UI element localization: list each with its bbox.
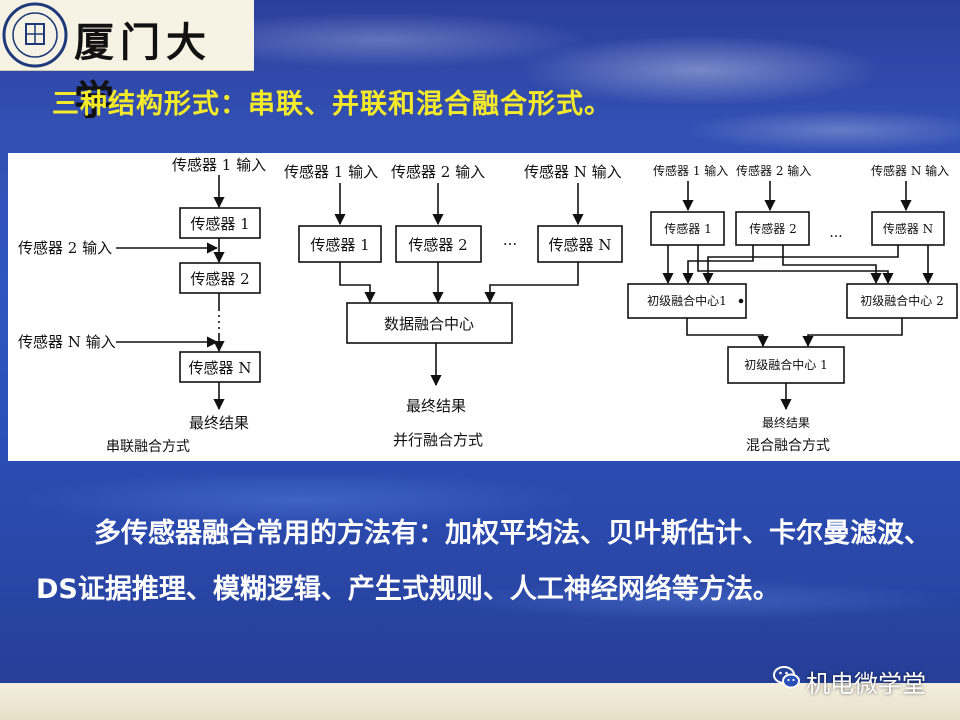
parallel-input2-label: 传感器 2 输入: [391, 163, 485, 181]
serial-sensorN-label: 传感器 N: [189, 359, 252, 377]
methods-paragraph: 多传感器融合常用的方法有：加权平均法、贝叶斯估计、卡尔曼滤波、DS证据推理、模糊…: [36, 506, 952, 618]
parallel-center-box: [346, 302, 513, 344]
parallel-sensor1-box: [298, 225, 382, 263]
parallel-sensor2-box: [395, 225, 482, 263]
serial-caption: 串联融合方式: [106, 439, 190, 455]
serial-sensor1-box: [179, 207, 261, 239]
hybrid-sensorN-label: 传感器 N: [883, 221, 933, 236]
hybrid-result-label: 最终结果: [762, 415, 810, 430]
parallel-sensorN-box: [537, 225, 623, 263]
hybrid-center2-box: [846, 283, 958, 319]
serial-diagram: [116, 175, 261, 411]
parallel-sensor1-label: 传感器 1: [310, 236, 369, 254]
bottom-bar: [0, 683, 960, 720]
parallel-input1-label: 传感器 1 输入: [284, 163, 378, 181]
hybrid-center1-label: 初级融合中心1: [647, 293, 727, 308]
hybrid-diagram: [627, 181, 958, 411]
hybrid-inputN-label: 传感器 N 输入: [871, 163, 949, 178]
parallel-diagram: [298, 183, 623, 387]
parallel-ellipsis: ···: [503, 235, 517, 253]
parallel-inputN-label: 传感器 N 输入: [524, 163, 622, 181]
hybrid-sensorN-box: [871, 211, 945, 246]
serial-sensorN-box: [179, 351, 261, 383]
parallel-sensor2-label: 传感器 2: [408, 236, 467, 254]
parallel-caption: 并行融合方式: [393, 431, 483, 449]
serial-result-label: 最终结果: [189, 414, 249, 432]
university-logo: 厦门大学: [0, 0, 254, 124]
serial-sensor2-label: 传感器 2: [190, 270, 249, 288]
hybrid-sensor1-box: [650, 211, 725, 246]
parallel-center-label: 数据融合中心: [384, 315, 474, 333]
seal-icon: [2, 2, 68, 68]
hybrid-input1-label: 传感器 1 输入: [653, 163, 728, 178]
serial-inputN-label: 传感器 N 输入: [18, 333, 116, 351]
serial-input2-label: 传感器 2 输入: [18, 239, 112, 257]
parallel-sensorN-label: 传感器 N: [549, 236, 612, 254]
serial-sensor2-box: [179, 262, 261, 294]
hybrid-caption: 混合融合方式: [746, 438, 830, 454]
serial-input1-label: 传感器 1 输入: [172, 156, 266, 174]
wechat-icon: [773, 666, 800, 689]
logo-text: 厦门大学: [74, 19, 212, 124]
diagram-panel: 传感器 1 输入 传感器 1 传感器 2 输入 传感器 2 传感器 N 输入 传…: [8, 153, 960, 461]
hybrid-center2-label: 初级融合中心 2: [860, 293, 943, 308]
hybrid-input2-label: 传感器 2 输入: [736, 163, 811, 178]
slide-heading: 三种结构形式：串联、并联和混合融合形式。: [52, 89, 612, 120]
parallel-result-label: 最终结果: [406, 397, 466, 415]
hybrid-ellipsis: ···: [829, 229, 842, 245]
hybrid-final-center-label: 初级融合中心 1: [744, 357, 827, 372]
methods-paragraph-text: 多传感器融合常用的方法有：加权平均法、贝叶斯估计、卡尔曼滤波、DS证据推理、模糊…: [36, 518, 931, 605]
watermark-text: 机电微学堂: [806, 670, 926, 698]
hybrid-sensor1-label: 传感器 1: [664, 221, 711, 236]
serial-sensor1-label: 传感器 1: [190, 215, 249, 233]
hybrid-sensor2-label: 传感器 2: [749, 221, 796, 236]
hybrid-sensor2-box: [735, 211, 810, 246]
